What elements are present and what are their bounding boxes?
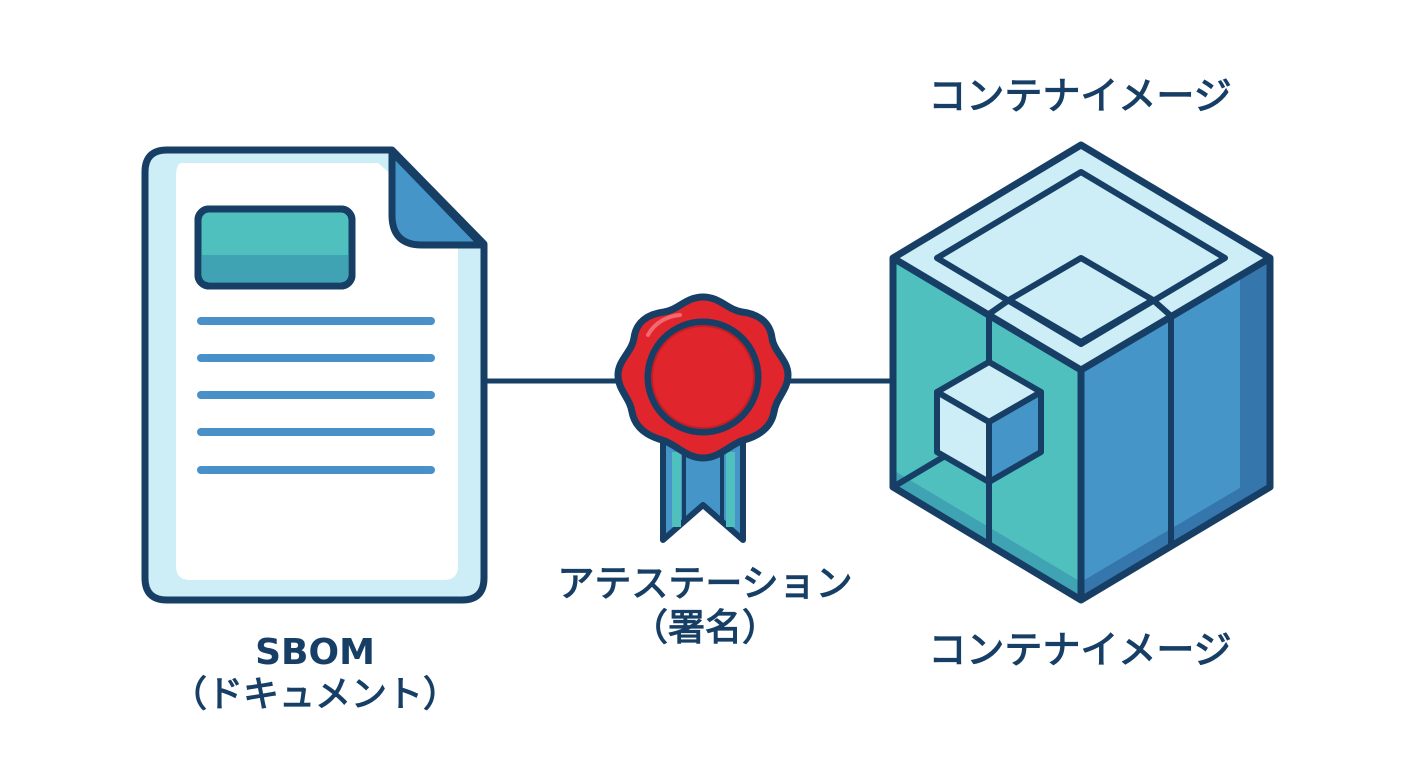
wax-seal-icon — [614, 293, 792, 543]
attestation-label-title: アテステーション — [557, 562, 853, 605]
ribbon-icon — [660, 437, 746, 543]
sbom-label: SBOM （ドキュメント） — [120, 632, 510, 717]
container-image-title-text: コンテナイメージ — [928, 74, 1232, 118]
attestation-label: アテステーション （署名） — [505, 562, 905, 649]
sbom-label-subtitle: （ドキュメント） — [170, 674, 459, 716]
container-image-label: コンテナイメージ — [880, 628, 1280, 673]
container-image-title: コンテナイメージ — [880, 74, 1280, 119]
small-cube-icon — [934, 359, 1044, 485]
attestation-label-subtitle: （署名） — [631, 605, 779, 649]
sbom-label-title: SBOM — [255, 632, 375, 673]
document-icon — [141, 146, 488, 604]
document-text-lines — [197, 317, 435, 474]
container-cube-icon — [889, 141, 1274, 604]
container-image-label-text: コンテナイメージ — [928, 628, 1232, 672]
